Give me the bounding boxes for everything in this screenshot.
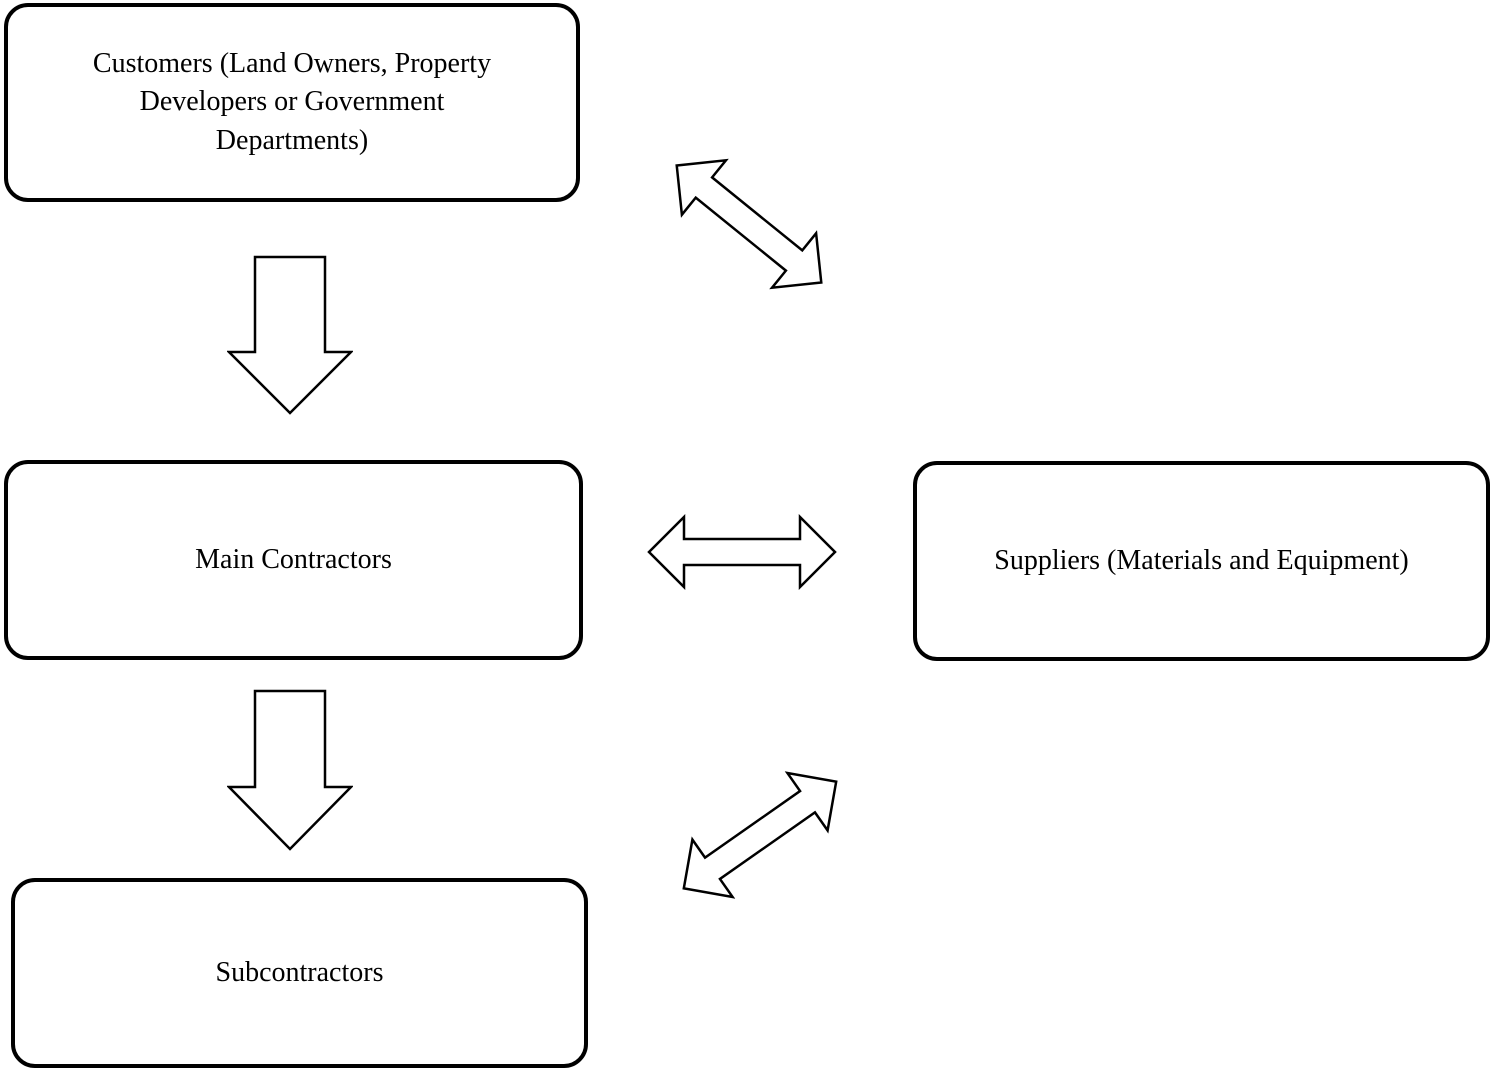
- down-block-arrow-customers-to-main-contractors-icon: [227, 255, 353, 415]
- node-main-contractors-label: Main Contractors: [195, 543, 392, 575]
- node-suppliers: Suppliers (Materials and Equipment): [913, 461, 1490, 661]
- node-subcontractors: Subcontractors: [11, 878, 588, 1068]
- down-block-arrow-main-contractors-to-subcontractors-icon: [227, 689, 353, 851]
- node-suppliers-label: Suppliers (Materials and Equipment): [994, 544, 1409, 576]
- node-customers-label: Customers (Land Owners, Property Develop…: [92, 48, 492, 156]
- double-arrow-main-contractors-suppliers-icon: [647, 514, 837, 590]
- node-subcontractors-label: Subcontractors: [215, 956, 384, 988]
- node-main-contractors: Main Contractors: [4, 460, 583, 660]
- double-arrow-customers-suppliers-icon: [675, 158, 823, 290]
- node-customers: Customers (Land Owners, Property Develop…: [4, 3, 580, 202]
- double-arrow-subcontractors-suppliers-icon: [682, 771, 838, 899]
